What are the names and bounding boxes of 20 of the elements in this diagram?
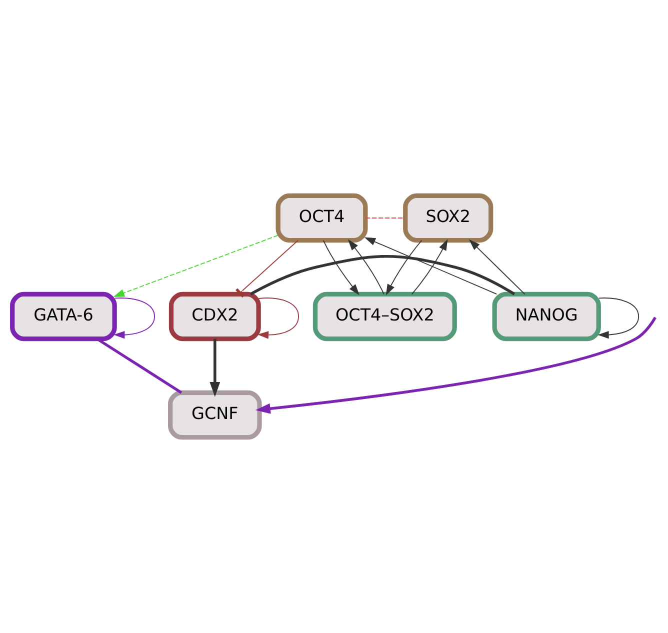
connector — [250, 255, 516, 296]
node-box: OCT4 — [276, 193, 368, 243]
arrow — [257, 298, 299, 339]
arrow — [364, 237, 498, 295]
connector — [235, 240, 298, 298]
arrow — [411, 239, 448, 295]
arrow — [468, 239, 526, 295]
arrow — [255, 316, 656, 414]
node-box: OCT4–SOX2 — [312, 292, 457, 342]
node-box: GATA-6 — [10, 292, 117, 342]
arrow — [598, 298, 640, 339]
arrow — [322, 240, 360, 296]
node-box: GCNF — [168, 390, 262, 440]
arrow — [386, 240, 422, 296]
node-box: NANOG — [492, 292, 601, 342]
arrow — [210, 338, 220, 397]
arrow — [348, 239, 384, 295]
arrow — [113, 234, 278, 297]
arrow — [114, 298, 155, 339]
node-box: SOX2 — [403, 193, 494, 243]
